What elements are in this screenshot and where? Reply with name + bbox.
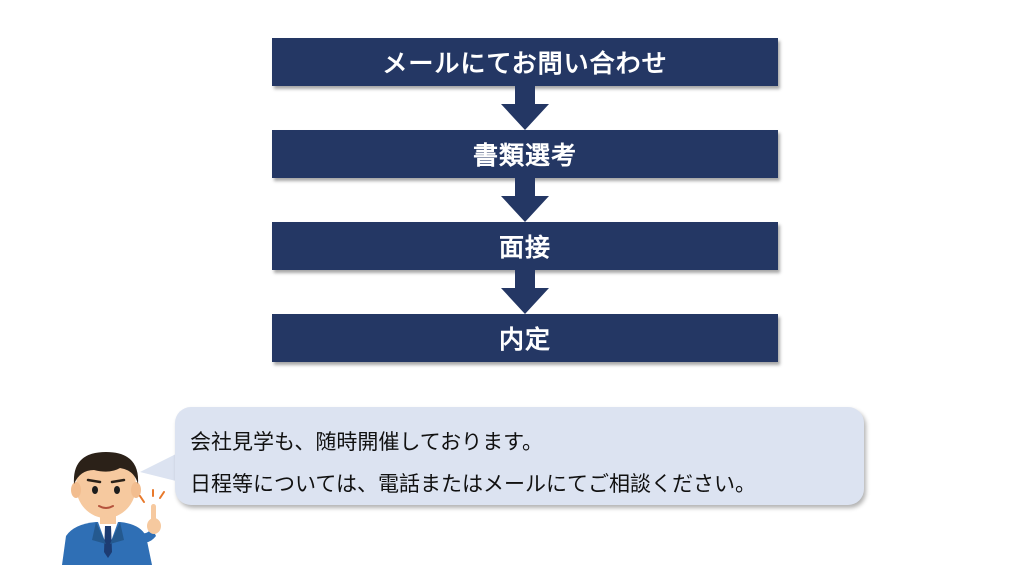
step-offer: 内定	[272, 314, 778, 362]
message-line-2: 日程等については、電話またはメールにてご相談ください。	[190, 468, 756, 498]
step-interview: 面接	[272, 222, 778, 270]
step-document-screening: 書類選考	[272, 130, 778, 178]
step-label: 内定	[499, 320, 551, 356]
down-arrow-icon	[501, 268, 549, 316]
down-arrow-icon	[501, 176, 549, 224]
step-label: 面接	[499, 228, 551, 264]
step-label: 書類選考	[473, 136, 577, 172]
businessman-pointing-icon	[48, 440, 168, 565]
down-arrow-icon	[501, 84, 549, 132]
message-line-1: 会社見学も、随時開催しております。	[190, 426, 543, 456]
step-inquiry: メールにてお問い合わせ	[272, 38, 778, 86]
step-label: メールにてお問い合わせ	[382, 44, 667, 80]
